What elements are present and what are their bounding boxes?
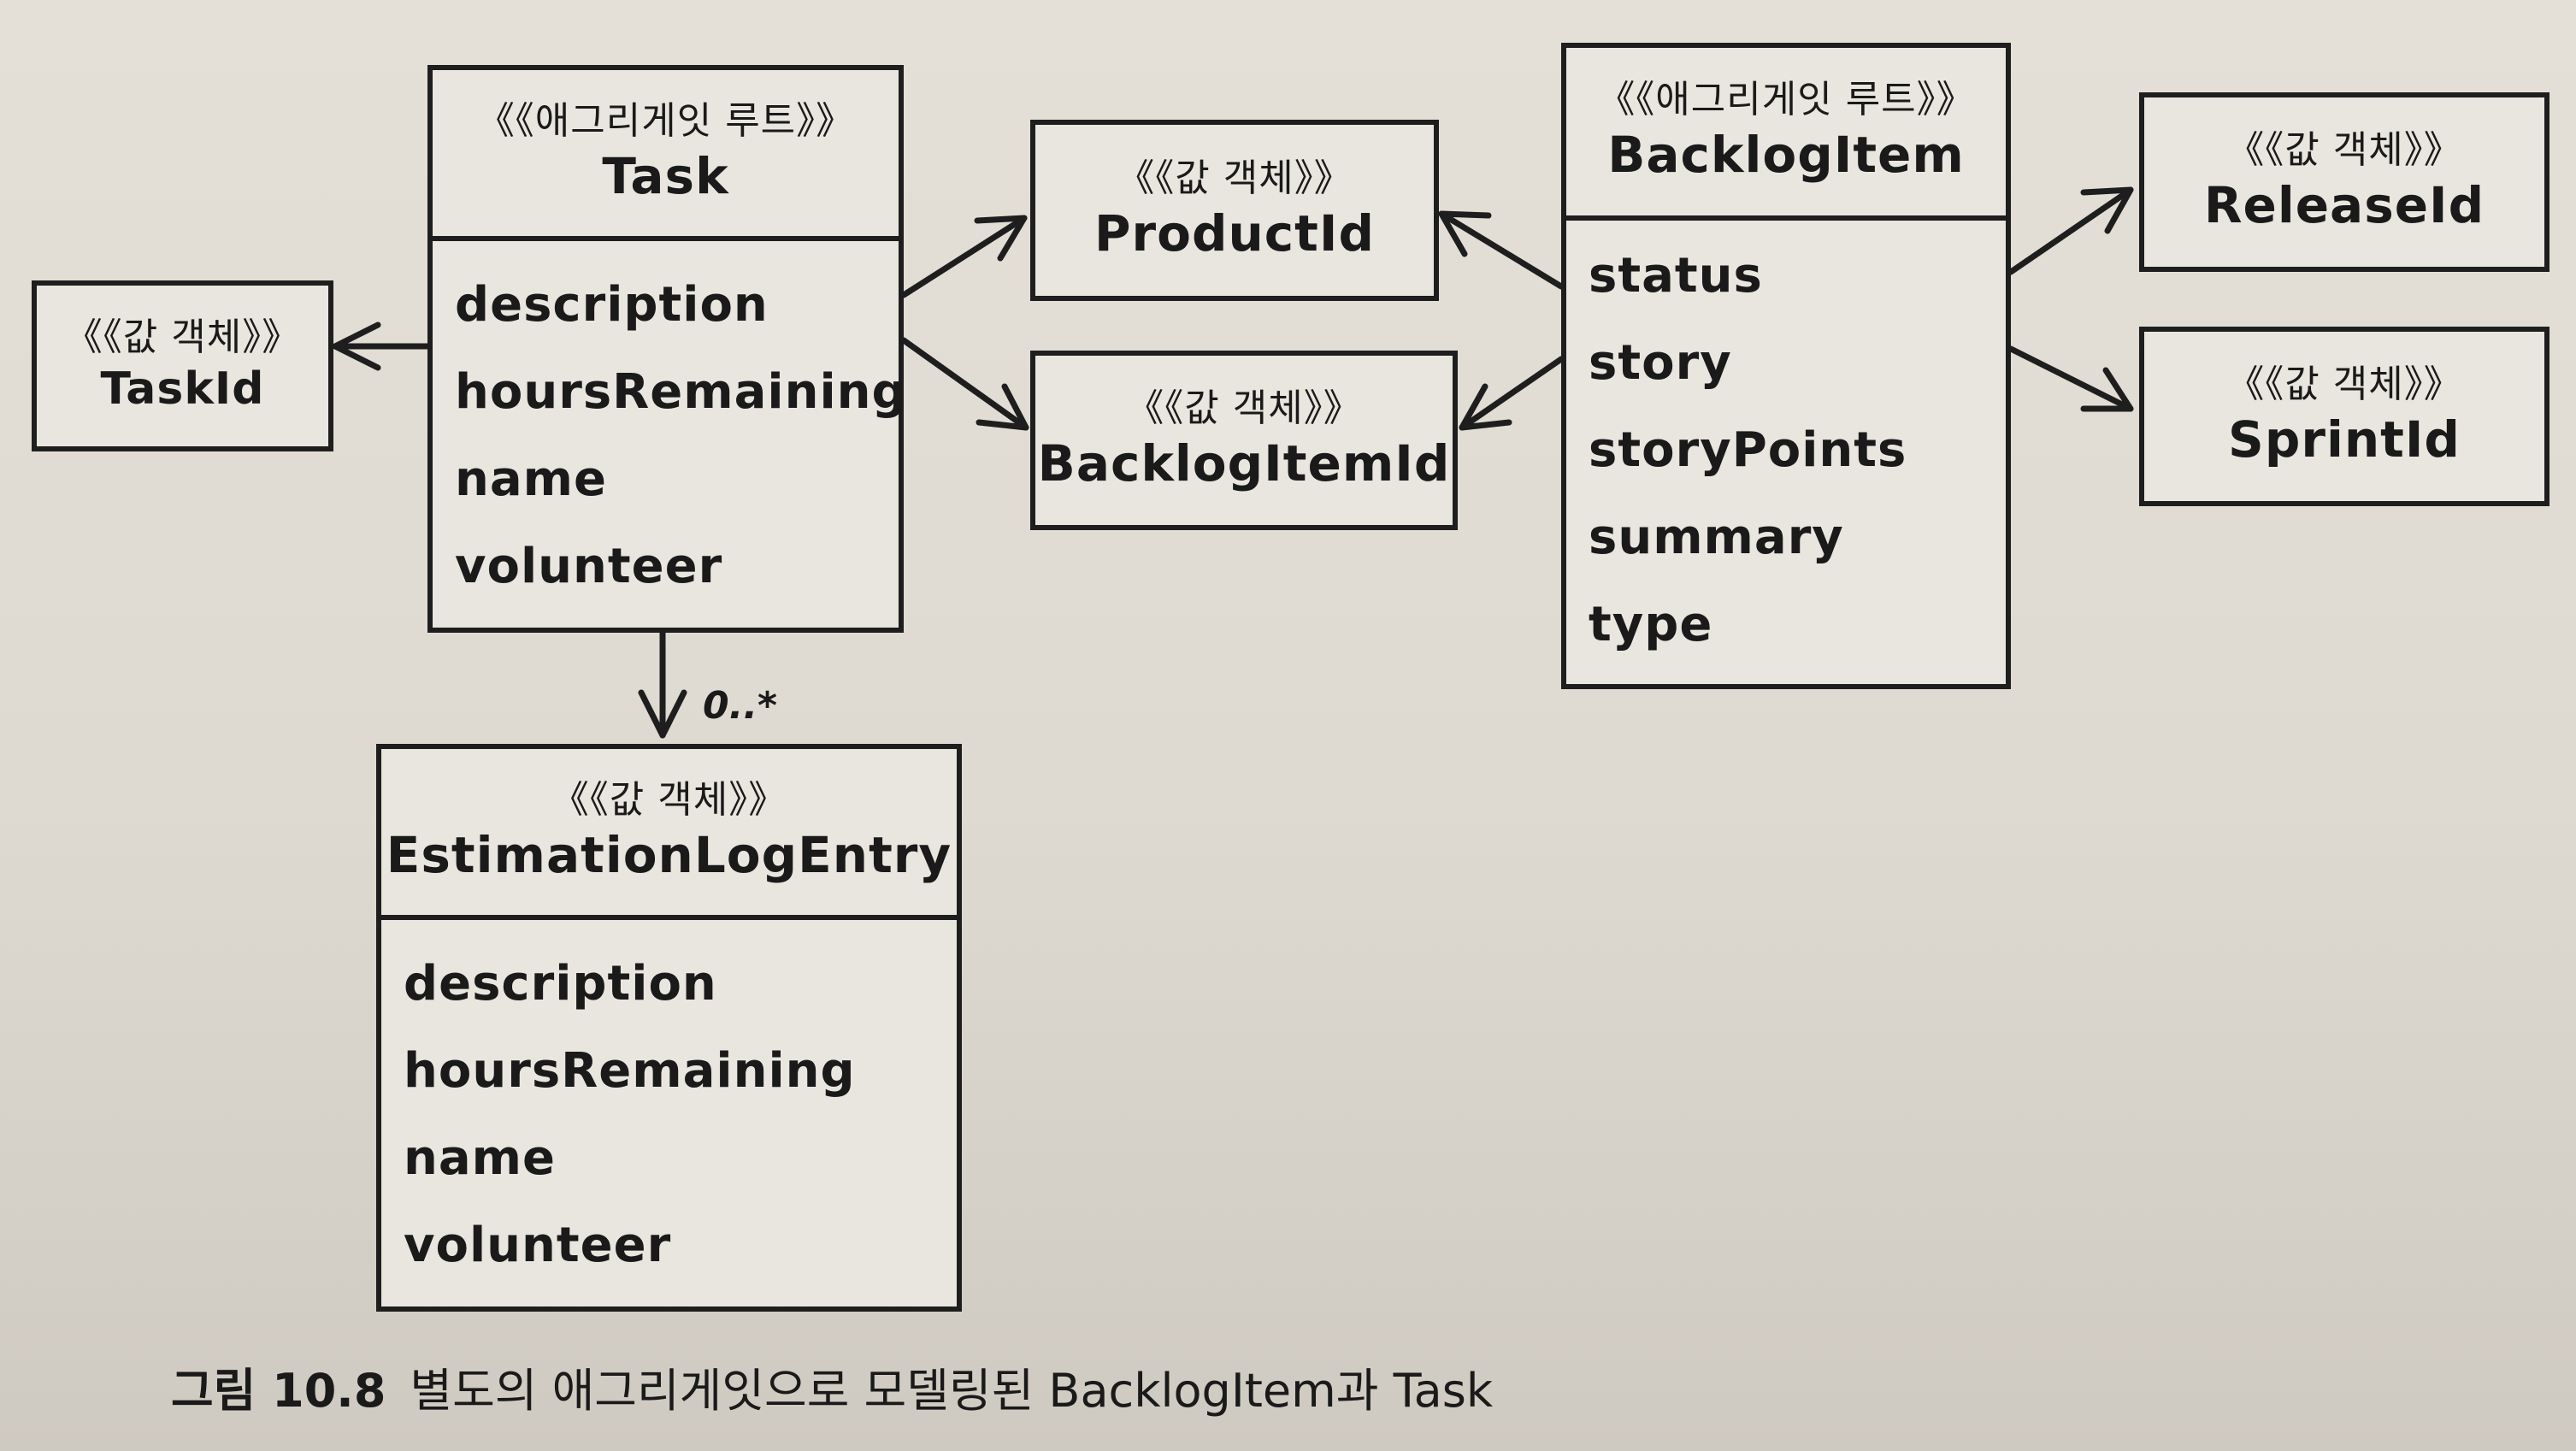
multiplicity-label: 0..* (703, 684, 778, 728)
taskid-class-box: 《《값 객체》》 TaskId (32, 280, 333, 451)
arrow-backlogitem-to-releaseid (2007, 186, 2134, 275)
sprintid-class-box: 《《값 객체》》 SprintId (2139, 327, 2549, 506)
backlogitem-header: 《《애그리게잇 루트》》 BacklogItem (1566, 48, 2006, 221)
arrow-backlogitem-to-sprintid (2007, 345, 2134, 412)
taskid-class-name: TaskId (100, 363, 265, 415)
backlogitem-class-name: BacklogItem (1607, 125, 1965, 184)
backlogitem-attributes: status story storyPoints summary type (1566, 221, 2006, 669)
releaseid-class-box: 《《값 객체》》 ReleaseId (2139, 92, 2549, 272)
task-attribute: description (455, 277, 769, 333)
sprintid-header: 《《값 객체》》 SprintId (2144, 332, 2544, 501)
taskid-header: 《《값 객체》》 TaskId (37, 286, 328, 446)
sprintid-stereotype: 《《값 객체》》 (2226, 362, 2462, 406)
arrow-task-to-estimationlogentry (638, 628, 687, 739)
estimationlogentry-attribute: description (404, 956, 717, 1012)
productid-stereotype: 《《값 객체》》 (1117, 156, 1353, 200)
sprintid-class-name: SprintId (2228, 410, 2461, 469)
figure-label: 그림 10.8 (171, 1364, 386, 1418)
backlogitem-attribute: story (1589, 335, 1732, 391)
releaseid-class-name: ReleaseId (2203, 175, 2485, 234)
estimationlogentry-stereotype: 《《값 객체》》 (551, 777, 787, 822)
task-attribute: volunteer (455, 539, 723, 594)
task-attributes: description hoursRemaining name voluntee… (433, 241, 907, 610)
arrow-task-to-productid (900, 215, 1028, 298)
figure-caption-text: 별도의 애그리게잇으로 모델링된 BacklogItem과 Task (410, 1364, 1494, 1418)
backlogitem-attribute: status (1589, 248, 1763, 304)
backlogitem-stereotype: 《《애그리게잇 루트》》 (1597, 77, 1975, 121)
arrow-task-to-backlogitemid (900, 337, 1029, 431)
estimationlogentry-header: 《《값 객체》》 EstimationLogEntry (381, 749, 957, 920)
backlogitemid-class-box: 《《값 객체》》 BacklogItemId (1030, 351, 1458, 530)
backlogitemid-header: 《《값 객체》》 BacklogItemId (1035, 356, 1453, 525)
productid-header: 《《값 객체》》 ProductId (1035, 125, 1434, 296)
task-attribute: hoursRemaining (455, 364, 907, 420)
task-attribute: name (455, 451, 607, 507)
backlogitem-attribute: summary (1589, 510, 1844, 565)
task-class-box: 《《애그리게잇 루트》》 Task description hoursRemai… (427, 65, 907, 633)
backlogitem-class-box: 《《애그리게잇 루트》》 BacklogItem status story st… (1561, 43, 2011, 689)
estimationlogentry-class-box: 《《값 객체》》 EstimationLogEntry description … (376, 744, 962, 1312)
estimationlogentry-attribute: volunteer (404, 1218, 672, 1273)
task-class-name: Task (602, 146, 729, 205)
arrow-backlogitem-to-productid (1438, 210, 1565, 290)
backlogitem-attribute: storyPoints (1589, 422, 1907, 478)
estimationlogentry-attributes: description hoursRemaining name voluntee… (381, 920, 957, 1289)
backlogitem-attribute: type (1589, 597, 1713, 652)
task-header: 《《애그리게잇 루트》》 Task (433, 70, 899, 241)
releaseid-stereotype: 《《값 객체》》 (2226, 127, 2462, 172)
backlogitemid-stereotype: 《《값 객체》》 (1126, 386, 1362, 430)
productid-class-name: ProductId (1094, 203, 1375, 262)
backlogitemid-class-name: BacklogItemId (1037, 434, 1451, 493)
estimationlogentry-class-name: EstimationLogEntry (386, 825, 952, 884)
figure-caption: 그림 10.8 별도의 애그리게잇으로 모델링된 BacklogItem과 Tas… (171, 1353, 1493, 1420)
releaseid-header: 《《값 객체》》 ReleaseId (2144, 97, 2544, 267)
taskid-stereotype: 《《값 객체》》 (64, 315, 301, 359)
estimationlogentry-attribute: name (404, 1130, 556, 1186)
task-stereotype: 《《애그리게잇 루트》》 (476, 98, 855, 143)
arrow-backlogitem-to-backlogitemid (1459, 356, 1565, 431)
productid-class-box: 《《값 객체》》 ProductId (1030, 120, 1439, 301)
arrow-task-to-taskid (332, 321, 431, 371)
estimationlogentry-attribute: hoursRemaining (404, 1043, 856, 1099)
